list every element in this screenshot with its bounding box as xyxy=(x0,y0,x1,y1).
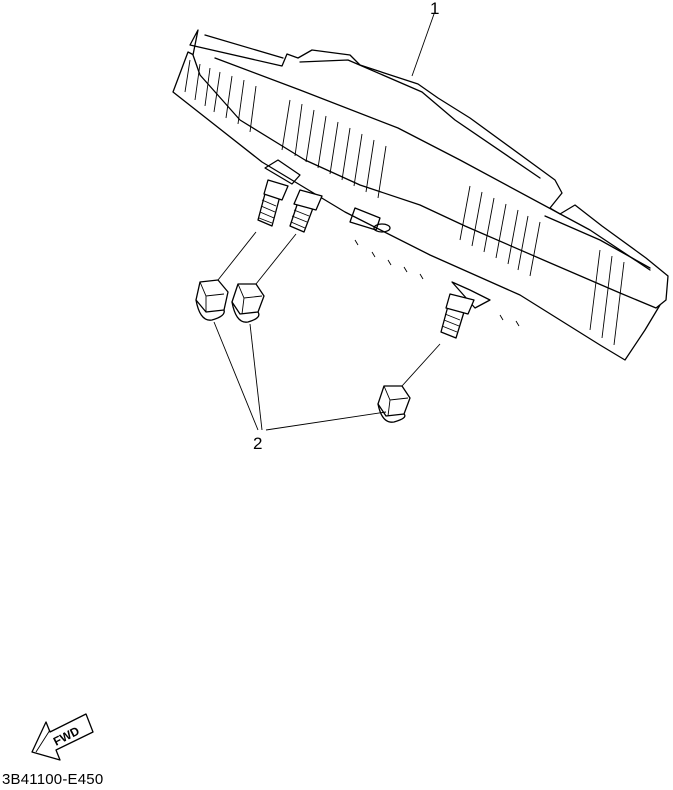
callout-2: 2 xyxy=(253,434,262,453)
flange-nut-1 xyxy=(195,279,229,321)
stud-left xyxy=(257,179,289,227)
assembly-lines xyxy=(217,231,441,387)
stud-right xyxy=(440,293,475,339)
callout-1: 1 xyxy=(430,0,439,18)
leader-lines xyxy=(213,13,435,431)
part-code: 3B41100-E450 xyxy=(2,771,104,788)
stud-middle xyxy=(289,189,323,233)
meter-assembly xyxy=(172,29,669,361)
fwd-arrow-icon: FWD xyxy=(31,713,94,761)
flange-nut-3 xyxy=(377,385,411,423)
flange-nut-2 xyxy=(231,283,265,323)
